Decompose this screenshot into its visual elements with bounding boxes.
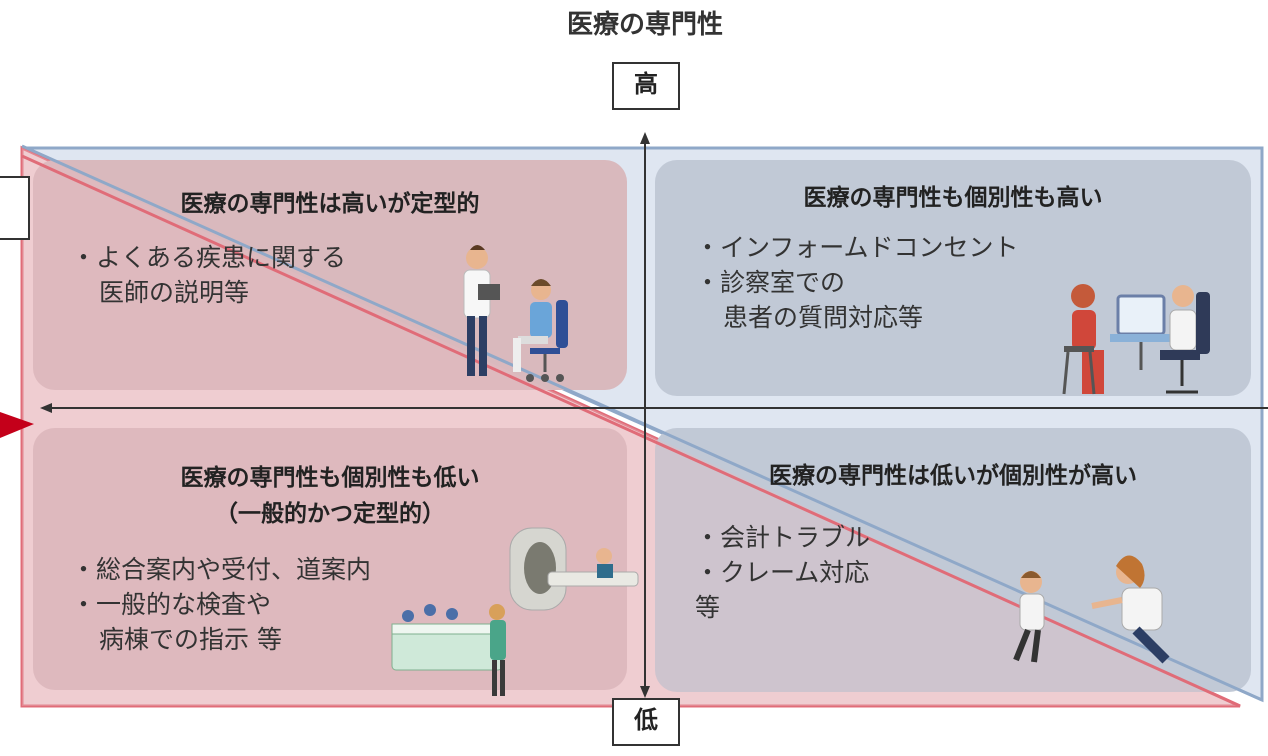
quadrant-top-right: 医療の専門性も個別性も高い ・インフォームドコンセント ・診察室での 患者の質問… xyxy=(655,160,1251,396)
vertical-axis-up-arrowhead xyxy=(640,132,650,144)
list-item: 医師の説明等 xyxy=(99,278,250,307)
pink-overlay xyxy=(22,148,1240,706)
high-label: 高 xyxy=(612,62,680,110)
consultation-room-icon xyxy=(1062,284,1210,395)
doctor-explaining-to-patient-icon xyxy=(463,245,568,382)
quadrant-bottom-left: 医療の専門性も個別性も低い （一般的かつ定型的） ・総合案内や受付、道案内 ・一… xyxy=(33,428,627,690)
quadrant-items: ・よくある疾患に関する 医師の説明等 xyxy=(71,240,346,310)
quadrant-title: 医療の専門性も個別性も高い xyxy=(803,185,1103,211)
list-item: ・会計トラブル xyxy=(695,523,871,552)
vertical-axis-down-arrowhead xyxy=(640,686,650,698)
ct-scanner-icon xyxy=(509,527,639,611)
list-item: 患者の質問対応等 xyxy=(723,303,924,332)
quadrant-items: ・会計トラブル ・クレーム対応 等 xyxy=(695,520,870,625)
quadrant-items: ・総合案内や受付、道案内 ・一般的な検査や 病棟での指示 等 xyxy=(71,552,371,657)
vertical-axis-title: 医療の専門性 xyxy=(566,10,723,40)
quadrant-title: 医療の専門性も個別性も低い xyxy=(180,465,480,491)
list-item: ・総合案内や受付、道案内 xyxy=(71,555,372,584)
quadrant-subtitle: （一般的かつ定型的） xyxy=(215,501,445,527)
list-item: 等 xyxy=(695,593,721,622)
quadrant-bottom-right: 医療の専門性は低いが個別性が高い ・会計トラブル ・クレーム対応 等 xyxy=(655,428,1251,692)
low-label: 低 xyxy=(612,698,680,746)
red-pointer-arrow xyxy=(0,412,34,438)
diagonal-blue-line xyxy=(21,144,1263,702)
left-edge-box xyxy=(0,176,30,240)
complaint-handling-icon xyxy=(1013,555,1170,664)
list-item: ・一般的な検査や xyxy=(71,590,272,619)
list-item: ・クレーム対応 xyxy=(695,558,870,587)
list-item: ・診察室での xyxy=(695,268,846,297)
list-item: ・よくある疾患に関する xyxy=(71,243,347,272)
nurse-station-icon xyxy=(391,604,506,696)
quadrant-title: 医療の専門性は低いが個別性が高い xyxy=(769,463,1137,489)
list-item: 病棟での指示 等 xyxy=(99,625,282,654)
horizontal-axis-left-arrowhead xyxy=(40,403,52,413)
quadrant-items: ・インフォームドコンセント ・診察室での 患者の質問対応等 xyxy=(695,230,1019,335)
list-item: ・インフォームドコンセント xyxy=(695,233,1019,262)
card-top-right xyxy=(655,160,1251,396)
quadrant-title: 医療の専門性は高いが定型的 xyxy=(180,191,480,217)
quadrant-top-left: 医療の専門性は高いが定型的 ・よくある疾患に関する 医師の説明等 xyxy=(33,160,627,390)
